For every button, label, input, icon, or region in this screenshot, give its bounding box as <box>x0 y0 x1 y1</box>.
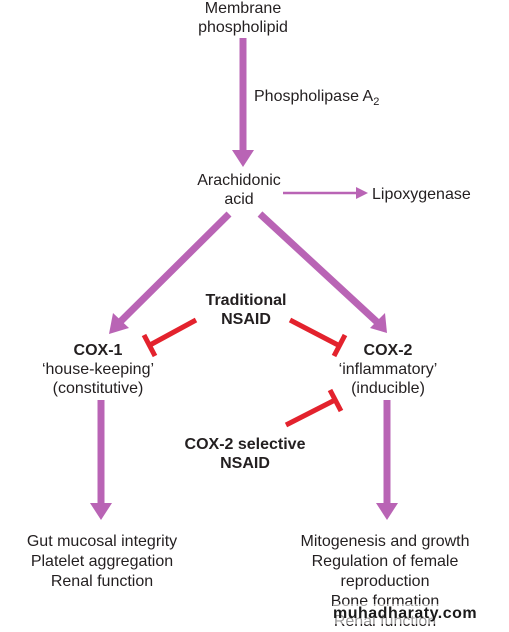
arrowhead-cox2-to-effects <box>376 503 398 520</box>
cox1-type: (constitutive) <box>52 380 144 397</box>
arrowhead-arachidonic-to-lipoxygenase <box>356 187 368 199</box>
traditional-line-1: Traditional <box>205 292 287 309</box>
arachidonic-line-1: Arachidonic <box>197 172 281 189</box>
inhibit-traditional-to-cox2 <box>288 317 340 348</box>
inhibit-bar-cox2 <box>331 333 348 358</box>
arrowhead-membrane-to-arachidonic <box>232 150 254 167</box>
membrane-line-2: phospholipid <box>198 19 288 36</box>
cox2-effect: reproduction <box>340 573 430 590</box>
cox2-name: COX-2 <box>363 342 413 359</box>
cox1-effect: Platelet aggregation <box>30 553 174 570</box>
selective-line-1: COX-2 selective <box>184 436 306 453</box>
traditional-line-2: NSAID <box>221 311 271 328</box>
phospholipase-subscript: 2 <box>373 96 380 109</box>
cox1-name: COX-1 <box>73 342 123 359</box>
cox1-effect: Renal function <box>50 573 154 590</box>
cox2-type: (inducible) <box>351 380 425 397</box>
selective-line-2: NSAID <box>220 455 270 472</box>
phospholipase-label: Phospholipase A2 <box>254 87 379 112</box>
inhibit-selective-to-cox2 <box>284 397 337 428</box>
cox2-role: ‘inflammatory’ <box>338 361 438 378</box>
inhibit-traditional-to-cox1 <box>148 317 198 348</box>
arrowhead-arachidonic-to-cox1 <box>109 313 129 334</box>
cox2-effect: Regulation of female <box>311 553 459 570</box>
arrowhead-cox1-to-effects <box>90 503 112 520</box>
inhibit-bar-selective <box>327 388 344 413</box>
arachidonic-acid-label: Arachidonic acid <box>179 171 299 209</box>
cox2-selective-nsaid-label: COX-2 selective NSAID <box>160 435 330 473</box>
cox2-effect: Mitogenesis and growth <box>300 533 470 550</box>
membrane-line-1: Membrane <box>204 0 282 17</box>
arrowhead-arachidonic-to-cox2 <box>370 313 387 333</box>
cox1-role: ‘house-keeping’ <box>41 361 155 378</box>
membrane-phospholipid-label: Membrane phospholipid <box>183 0 303 37</box>
arachidonic-line-2: acid <box>224 191 254 208</box>
inhibit-bar-cox1 <box>141 333 158 358</box>
cox2-node: COX-2 ‘inflammatory’ (inducible) <box>318 341 458 398</box>
traditional-nsaid-label: Traditional NSAID <box>186 291 306 329</box>
watermark: muhadharaty.com <box>333 604 478 624</box>
cox1-node: COX-1 ‘house-keeping’ (constitutive) <box>28 341 168 398</box>
cox1-effects-list: Gut mucosal integrity Platelet aggregati… <box>2 532 202 592</box>
cox1-effect: Gut mucosal integrity <box>26 533 178 550</box>
phospholipase-text: Phospholipase A <box>254 88 374 105</box>
lipoxygenase-label: Lipoxygenase <box>372 186 471 203</box>
arrow-arachidonic-to-cox1 <box>117 211 232 325</box>
arrow-arachidonic-to-cox2 <box>257 211 380 325</box>
